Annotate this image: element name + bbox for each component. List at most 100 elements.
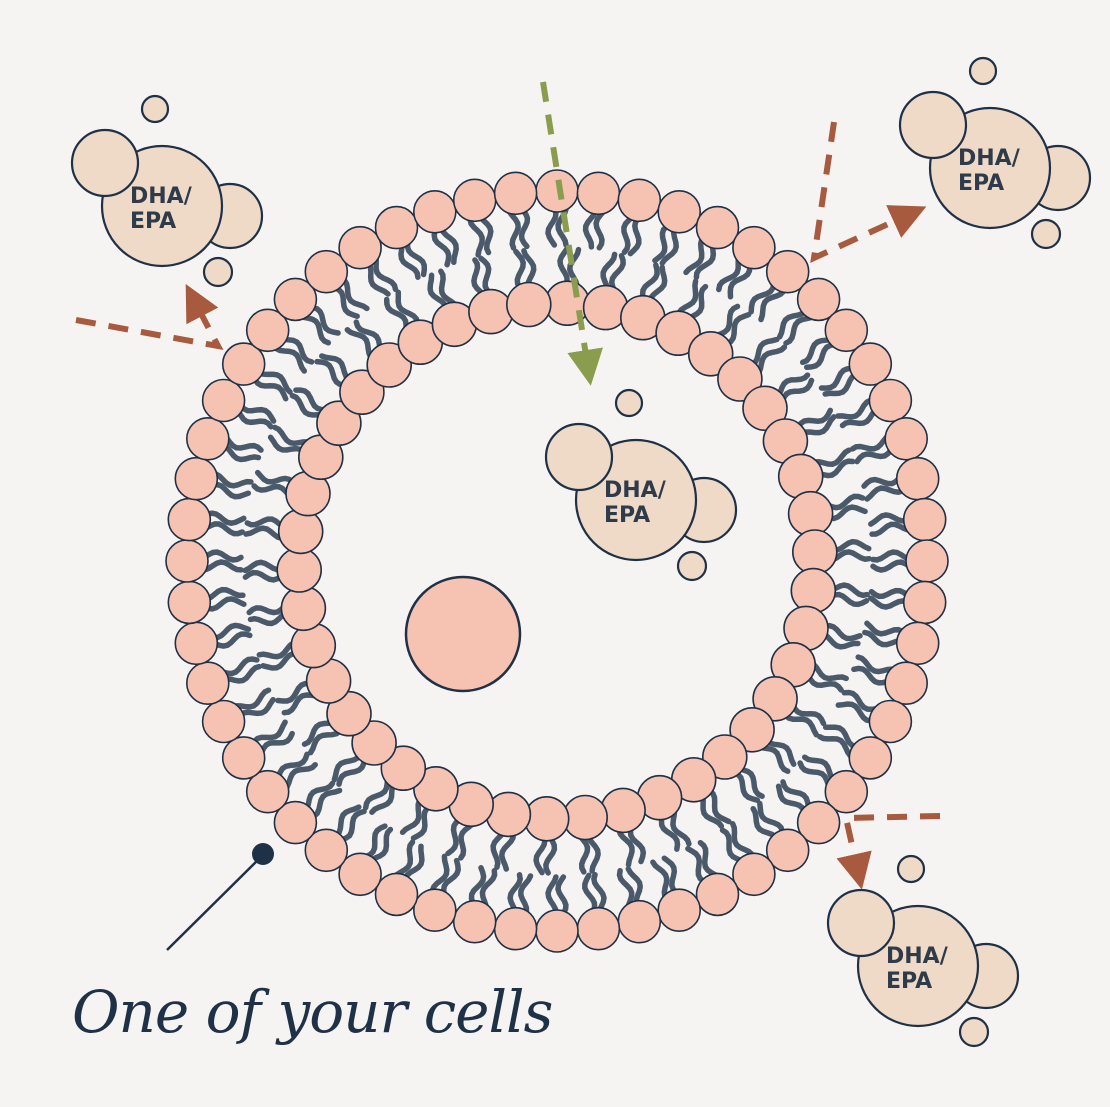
lipid-head-inner (787, 490, 834, 537)
lipid-tail (855, 654, 899, 675)
lipid-head-outer (167, 497, 212, 542)
lipid-head-inner (277, 508, 324, 555)
lipid-head-outer (576, 171, 621, 216)
lipid-head-inner (339, 369, 385, 416)
lipid-head-outer (848, 736, 893, 780)
lipid-head-inner (523, 795, 570, 842)
lipid-head-outer (848, 342, 893, 386)
lipid-head-outer (412, 888, 457, 933)
molecule-inside-cell: DHA/EPA (544, 388, 738, 582)
lipid-tail (817, 733, 857, 761)
lipid-head-outer (868, 699, 913, 744)
molecule-label-line1: DHA/ (604, 478, 667, 503)
lipid-tail (683, 234, 707, 276)
lipid-tail (517, 204, 531, 250)
lipid-head-inner (351, 720, 397, 766)
lipid-tail (281, 761, 318, 793)
lipid-tail (431, 223, 452, 268)
lipid-head-outer (338, 852, 382, 897)
lipid-head-outer (796, 800, 841, 845)
lipid-head-outer (304, 249, 349, 294)
lipid-head-inner (752, 675, 798, 722)
lipid-tail (429, 853, 450, 898)
arrow-out-top-left (75, 284, 224, 351)
cell-pointer (166, 843, 274, 951)
arrows (75, 81, 941, 890)
lipid-head-outer (452, 178, 497, 223)
lipid-head-outer (905, 539, 949, 583)
lipid-head-outer (868, 378, 913, 423)
cell-nucleus (404, 575, 522, 693)
lipid-tail (864, 620, 909, 637)
lipid-head-outer (824, 769, 869, 814)
lipid-head-inner (729, 706, 775, 753)
lipid-head-outer (884, 661, 929, 706)
lipid-head-outer (535, 169, 579, 213)
top-bubble (544, 422, 614, 492)
lipid-tail (334, 808, 367, 844)
lipid-tail (209, 470, 254, 489)
lipid-tail (338, 275, 370, 312)
arrow-into-cell (540, 81, 603, 386)
arrow-out-top-right (810, 121, 927, 264)
lipid-tail (757, 800, 786, 839)
lipid-head-inner (790, 567, 837, 614)
lipid-tail (835, 701, 879, 724)
lipid-tail (835, 397, 878, 420)
lipid-tail (555, 202, 569, 248)
small-bubble (1030, 218, 1062, 250)
lipid-head-inner (791, 529, 838, 575)
lipid-tail (729, 821, 757, 861)
lipid-head-inner (468, 288, 514, 335)
lipid-head-inner (380, 745, 427, 792)
arrow-out-bottom-right (836, 813, 941, 890)
lipid-head-outer (902, 580, 947, 625)
lipid-head-inner (742, 385, 788, 432)
lipid-head-outer (493, 906, 538, 951)
lipid-head-outer (657, 190, 702, 234)
lipid-head-outer (304, 828, 349, 873)
top-bubble (70, 128, 140, 198)
lipid-head-outer (902, 497, 947, 542)
lipid-head-outer (732, 852, 776, 897)
lipid-head-inner (562, 794, 609, 841)
lipid-head-outer (221, 736, 266, 780)
lipid-tail (818, 365, 860, 391)
lipid-head-outer (245, 769, 290, 814)
lipid-tail (685, 845, 711, 887)
molecule-label-line1: DHA/ (130, 184, 193, 209)
lipid-head-outer (695, 205, 740, 250)
lipid-head-outer (245, 308, 290, 353)
lipid-tail (198, 559, 244, 573)
lipid-tail (518, 873, 534, 919)
lipid-head-inner (366, 342, 413, 388)
lipid-head-outer (412, 190, 457, 234)
lipid-tail (201, 510, 247, 527)
inner-lipid-heads (276, 280, 838, 842)
lipid-tail (372, 252, 399, 293)
molecule-top-right: DHA/EPA (898, 56, 1092, 250)
lipid-tail (467, 212, 485, 258)
lipid-head-outer (617, 178, 662, 223)
molecule-top-left: DHA/EPA (70, 94, 264, 288)
molecule-label-line2: EPA (604, 503, 650, 528)
small-bubble (968, 56, 998, 86)
lipid-head-inner (413, 765, 459, 812)
lipid-head-inner (280, 585, 327, 632)
lipid-head-outer (201, 699, 246, 744)
top-bubble (898, 90, 968, 160)
lipid-tail (249, 719, 288, 748)
lipid-head-outer (165, 539, 209, 583)
molecule-label-line2: EPA (130, 209, 176, 234)
lipid-head-outer (796, 277, 841, 322)
lipid-head-inner (701, 734, 748, 780)
molecule-label-line2: EPA (958, 171, 1004, 196)
lipid-head-outer (174, 621, 219, 666)
lipid-tail (727, 258, 753, 300)
lipid-tail (270, 342, 308, 374)
lipid-head-outer (186, 661, 230, 706)
top-bubble (826, 888, 896, 958)
